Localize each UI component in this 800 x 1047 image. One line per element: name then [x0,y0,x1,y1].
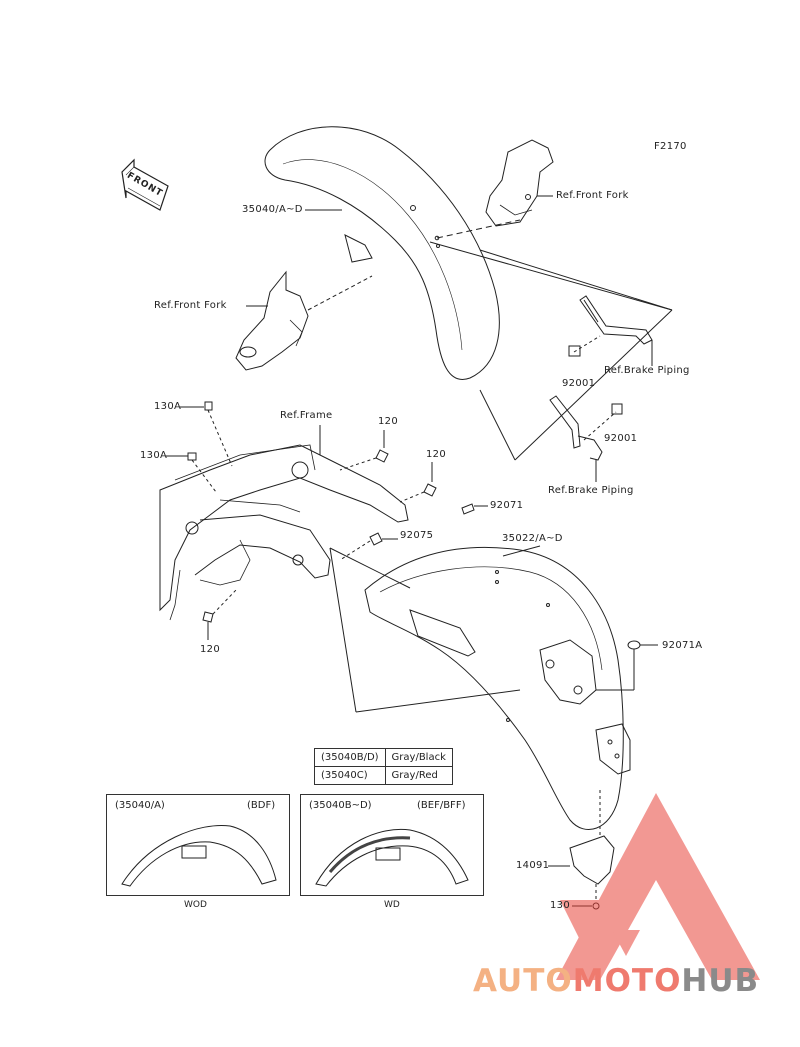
label-part-14091: 14091 [516,860,550,871]
color-code: (35040C) [314,766,386,785]
inset-front-fender-wod: (35040/A) (BDF) [106,794,290,896]
color-table: (35040B/D) Gray/Black (35040C) Gray/Red [314,748,453,785]
color-table-row: (35040B/D) Gray/Black [314,748,453,767]
label-bolt-120-b: 120 [426,449,446,460]
inset-part-code: (35040B~D) [309,800,372,811]
label-part-130: 130 [550,900,570,911]
inset-variant: (BDF) [247,800,276,811]
inset-front-fender-wd: (35040B~D) (BEF/BFF) [300,794,484,896]
label-ref-brake-piping-a: Ref.Brake Piping [604,365,690,376]
label-ref-front-fork-right: Ref.Front Fork [556,190,629,201]
inset-caption-wd: WD [384,900,400,910]
watermark-logo [556,793,760,980]
brake-piping-bracket-a [579,295,653,345]
inset-variant: (BEF/BFF) [417,800,466,811]
label-bolt-120-c: 120 [200,644,220,655]
watermark-text: AUTOMOTOHUB [473,963,759,999]
label-ref-frame: Ref.Frame [280,410,333,421]
color-code: (35040B/D) [314,748,386,767]
figure-code: F2170 [654,141,687,152]
inset-caption-wod: WOD [184,900,207,910]
label-part-92075: 92075 [400,530,434,541]
brake-piping-bracket-b [549,395,603,461]
front-direction-arrow [121,158,169,211]
label-bolt-92001-b: 92001 [604,433,638,444]
label-part-92071: 92071 [490,500,524,511]
watermark-part-auto: AUTO [473,963,573,999]
label-bolt-120-a: 120 [378,416,398,427]
front-fork-right [485,139,554,227]
color-table-row: (35040C) Gray/Red [314,766,453,785]
label-ref-front-fork-left: Ref.Front Fork [154,300,227,311]
label-rear-fender: 35022/A~D [502,533,563,544]
front-fork-left [235,270,309,371]
rear-frame [159,444,409,621]
rear-fender [364,546,631,830]
label-bolt-92001-a: 92001 [562,378,596,389]
front-fender [264,126,500,380]
label-bolt-130a-top: 130A [154,401,182,412]
label-front-fender: 35040/A~D [242,204,303,215]
watermark-part-hub: HUB [681,963,760,999]
label-ref-brake-piping-b: Ref.Brake Piping [548,485,634,496]
watermark-part-moto: MOTO [572,963,682,999]
color-name: Gray/Black [384,748,453,767]
label-bolt-130a-mid: 130A [140,450,168,461]
label-part-92071a: 92071A [662,640,703,651]
inset-part-code: (35040/A) [115,800,165,811]
color-name: Gray/Red [384,766,453,785]
